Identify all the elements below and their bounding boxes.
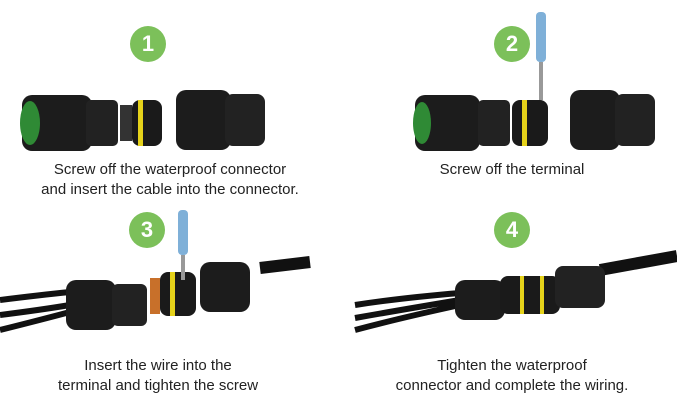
- step-3-badge: 3: [129, 212, 165, 248]
- step-4-badge: 4: [494, 212, 530, 248]
- step-4-caption: Tighten the waterproof connector and com…: [342, 356, 677, 396]
- step-4-illustration: [354, 250, 677, 333]
- step-1-caption: Screw off the waterproof connector and i…: [0, 160, 340, 200]
- step-1-badge: 1: [130, 26, 166, 62]
- caption-line: Insert the wire into the: [84, 357, 232, 374]
- step-2-badge: 2: [494, 26, 530, 62]
- step-3-illustration: [0, 210, 311, 333]
- caption-line: Screw off the waterproof connector: [53, 161, 287, 178]
- step-2-caption: Screw off the terminal: [342, 160, 677, 180]
- caption-line: and insert the cable into the connector.: [41, 181, 299, 198]
- step-1-illustration: [20, 90, 265, 151]
- step-3-caption: Insert the wire into the terminal and ti…: [0, 356, 328, 396]
- caption-line: connector and complete the wiring.: [395, 377, 629, 394]
- caption-line: Screw off the terminal: [439, 161, 585, 178]
- caption-line: Tighten the waterproof: [437, 357, 587, 374]
- caption-line: terminal and tighten the screw: [57, 377, 259, 394]
- step-2-illustration: [413, 12, 655, 151]
